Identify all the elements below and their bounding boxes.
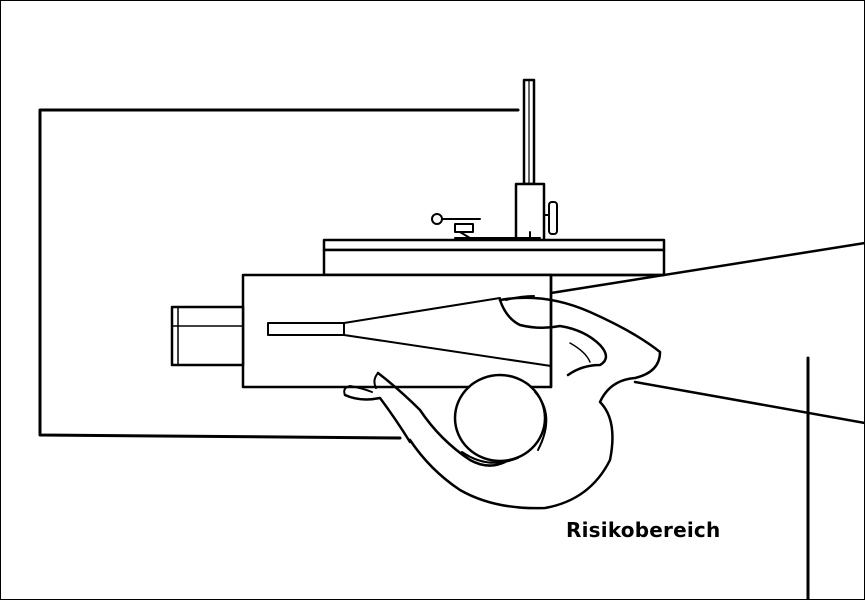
risk-area-label: Risikobereich (566, 518, 721, 542)
operator-head (453, 373, 547, 463)
risk-line-upper (549, 241, 865, 295)
motor-housing (170, 305, 245, 367)
spindle-tool (267, 322, 345, 336)
machine-table (322, 248, 666, 277)
hazard-line-1 (343, 297, 501, 324)
operator-right-arm (408, 296, 662, 510)
operator-left-arm (376, 371, 507, 467)
zone-outline (38, 108, 520, 440)
adjust-knob (548, 201, 558, 235)
clamp-lever-knob (431, 213, 443, 225)
risk-line-lower (633, 380, 865, 425)
hazard-line-2 (343, 334, 552, 367)
machine-table-top (322, 238, 666, 252)
